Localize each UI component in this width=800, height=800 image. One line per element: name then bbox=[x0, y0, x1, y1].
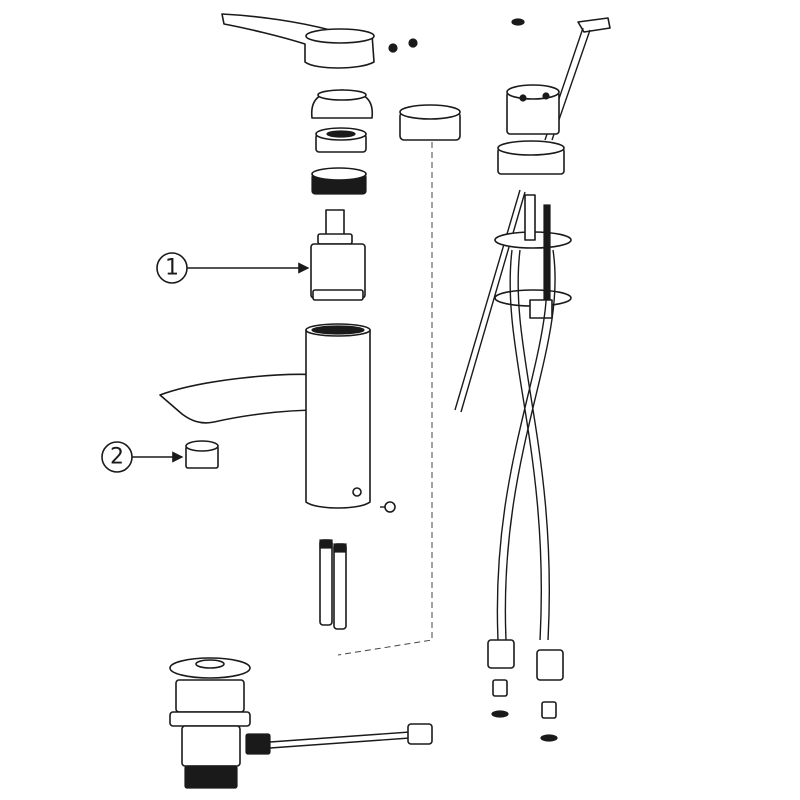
ring-nut bbox=[315, 127, 367, 153]
faucet-body bbox=[159, 323, 371, 509]
pop-up-waste bbox=[169, 657, 433, 789]
callout-1: 1 bbox=[156, 252, 310, 284]
mounting-plate bbox=[494, 194, 572, 319]
pop-up-lever bbox=[454, 17, 611, 413]
grub-screws bbox=[388, 18, 525, 53]
supply-hoses bbox=[487, 249, 564, 742]
callout-1-label: 1 bbox=[165, 256, 179, 281]
aerator bbox=[185, 440, 219, 469]
threaded-nut bbox=[311, 167, 367, 195]
callout-2: 2 bbox=[101, 441, 184, 473]
lever-handle bbox=[221, 13, 375, 69]
callout-2-label: 2 bbox=[110, 445, 124, 470]
mounting-collar bbox=[497, 84, 565, 175]
cartridge bbox=[310, 209, 366, 301]
threaded-studs bbox=[319, 539, 347, 630]
cover-disc bbox=[399, 104, 461, 141]
dome-cover bbox=[310, 89, 374, 119]
assembly-dashed-line bbox=[337, 112, 433, 656]
fixing-screw bbox=[380, 501, 396, 513]
